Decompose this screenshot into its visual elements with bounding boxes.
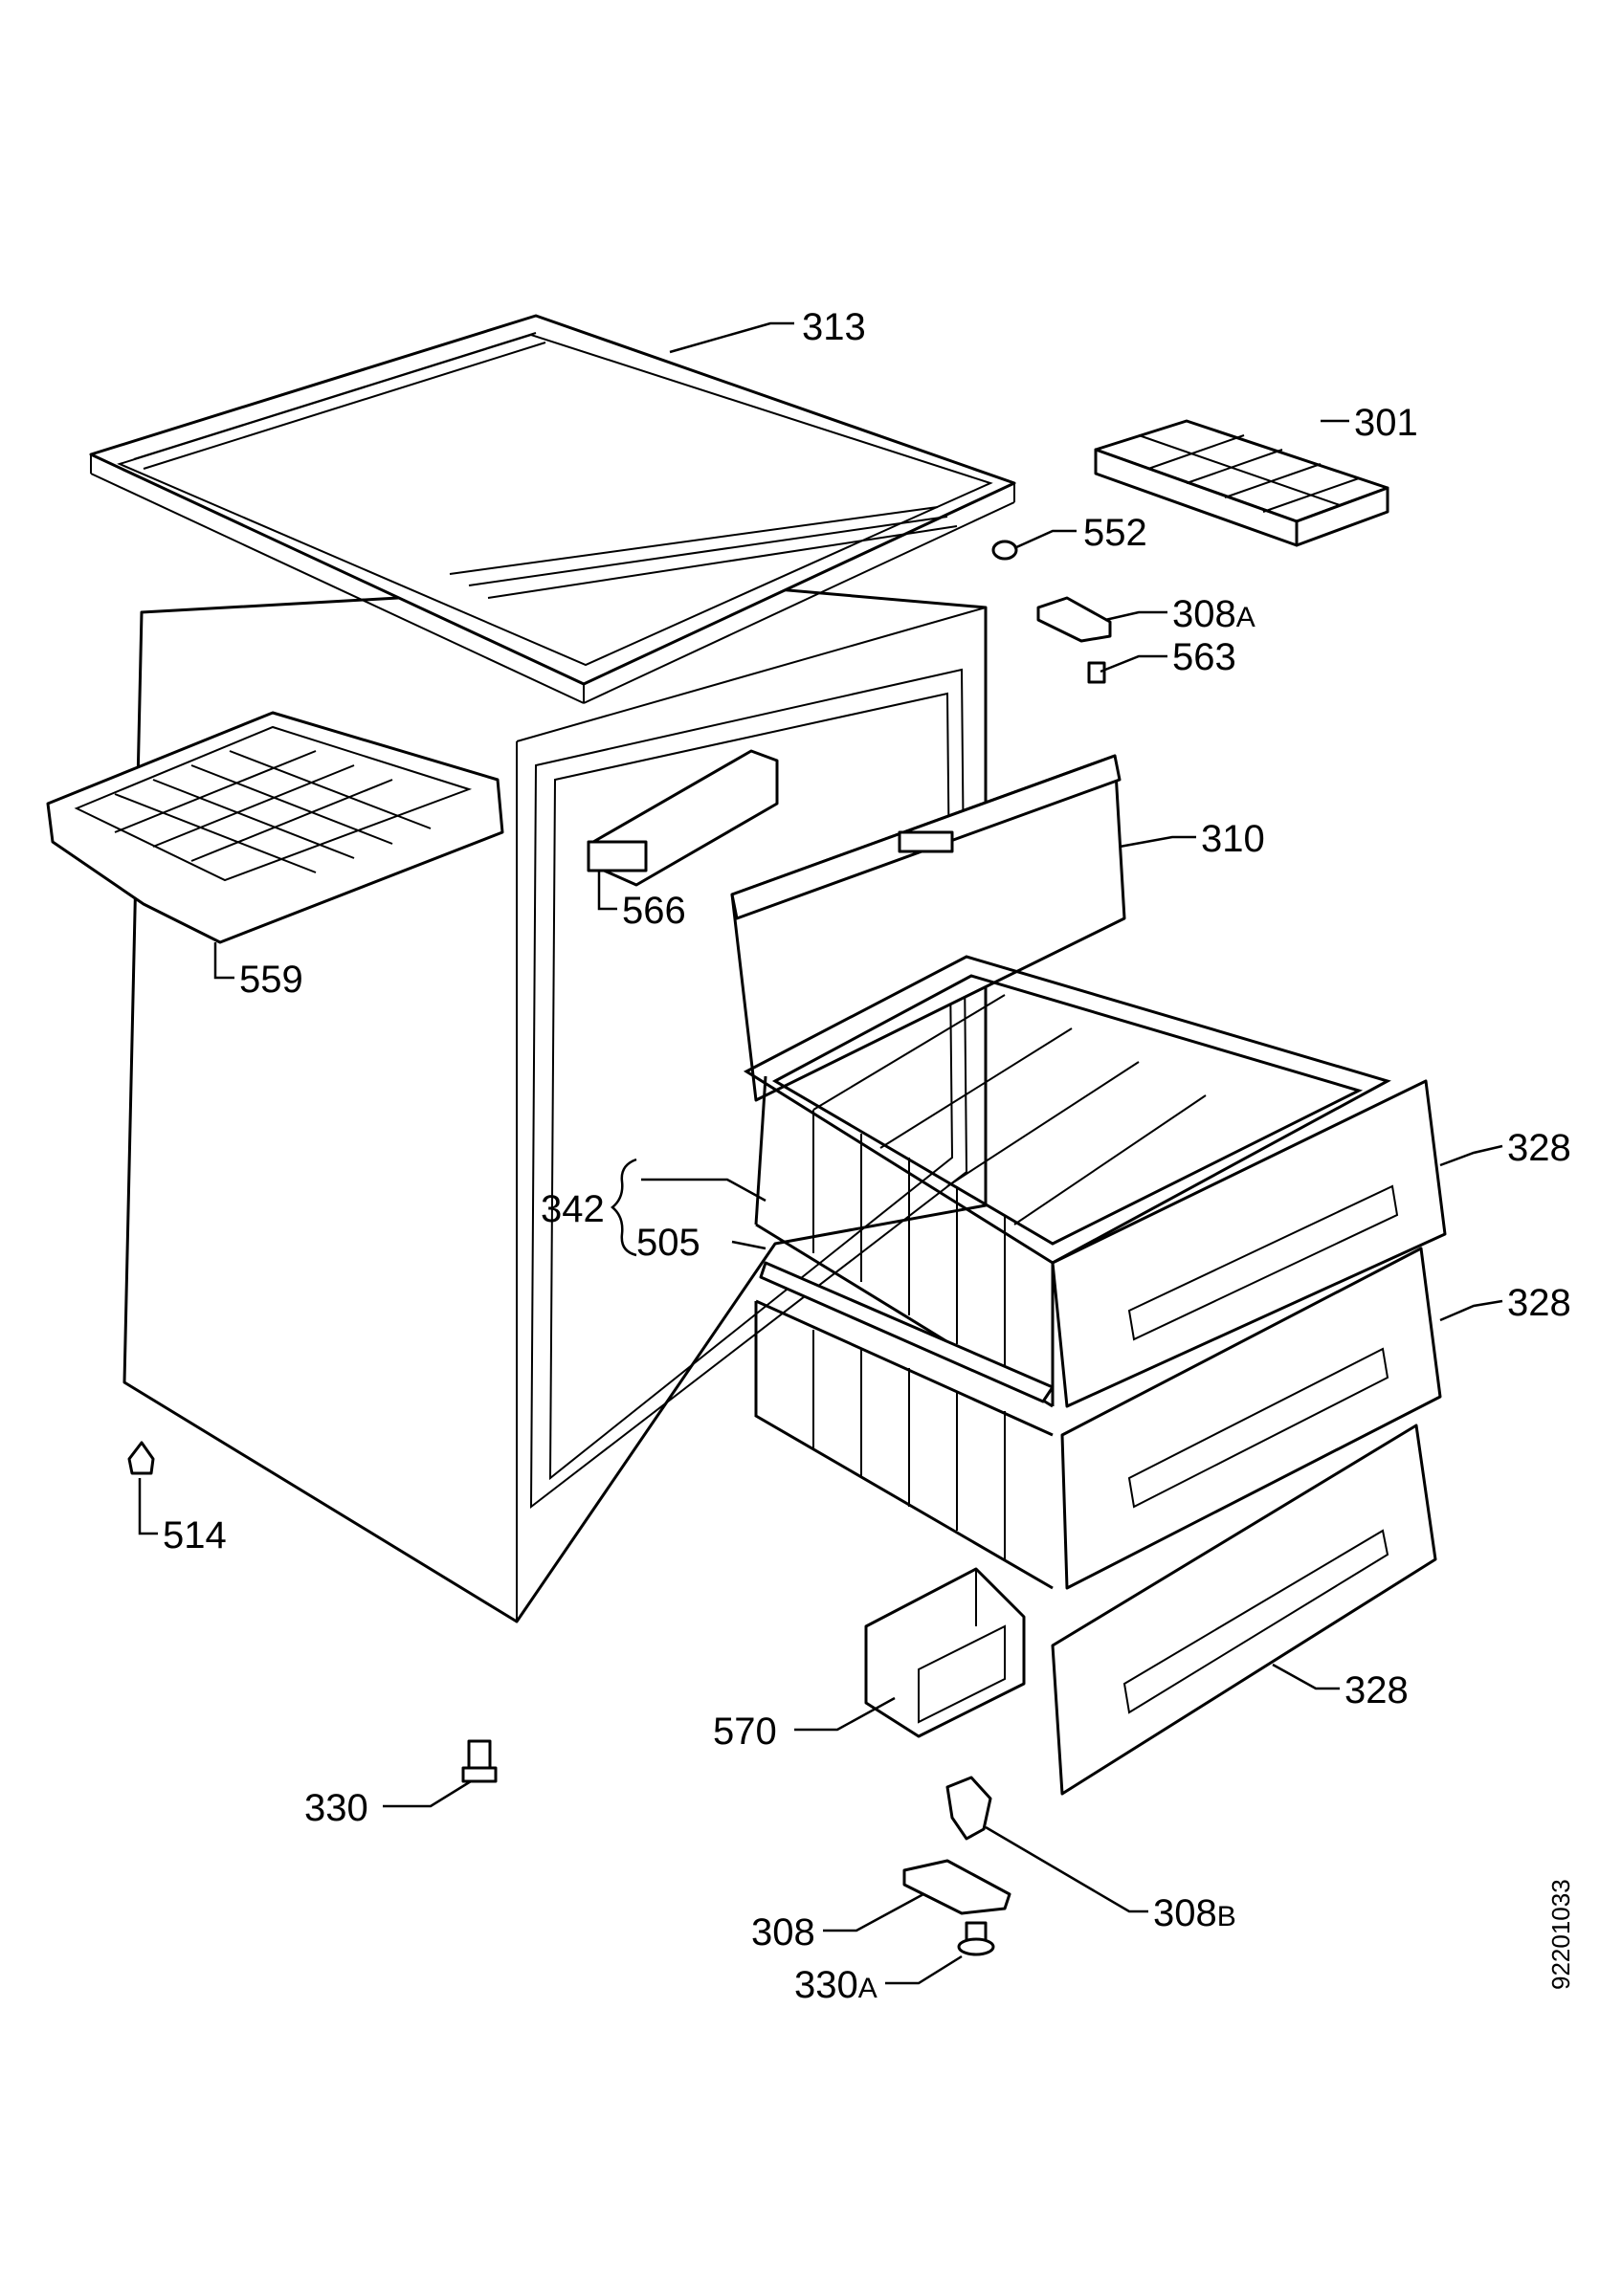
door-latch <box>587 749 779 887</box>
small-screw-552 <box>991 540 1018 561</box>
label-308: 308 <box>751 1911 815 1954</box>
foot-514 <box>127 1441 155 1475</box>
foot-330a <box>957 1921 995 1956</box>
hinge-308b <box>945 1776 992 1841</box>
drawer-front-lower <box>1051 1424 1437 1796</box>
hinge-plate-308 <box>902 1859 1011 1915</box>
freezer-shelf-grid <box>46 711 504 944</box>
drawer-front-upper <box>1051 1079 1447 1408</box>
freezer-flap <box>730 754 1126 1102</box>
label-328-upper: 328 <box>1507 1127 1571 1169</box>
label-313: 313 <box>802 306 866 348</box>
label-330a: 330A <box>794 1964 878 2006</box>
label-301: 301 <box>1354 402 1418 444</box>
small-screw-563 <box>1087 661 1106 684</box>
upper-basket <box>743 955 1391 1408</box>
label-559: 559 <box>239 959 303 1001</box>
label-328-middle: 328 <box>1507 1282 1571 1324</box>
label-563: 563 <box>1172 636 1236 678</box>
leader-lines <box>138 321 1503 1985</box>
label-308a: 308A <box>1172 593 1255 635</box>
top-cover-vent-slots <box>133 332 958 599</box>
label-328-lower: 328 <box>1344 1669 1409 1711</box>
label-310: 310 <box>1201 818 1265 860</box>
label-552: 552 <box>1083 512 1147 554</box>
part-labels: 313 301 552 308A 563 310 566 559 328 328… <box>163 306 1571 2006</box>
basket-wire-grid <box>812 994 1207 1373</box>
label-330: 330 <box>304 1787 368 1829</box>
drawing-code: 92201033 <box>1546 1879 1575 1990</box>
hinge-bracket-308a <box>1036 596 1112 643</box>
middle-basket <box>754 1299 1054 1590</box>
label-570: 570 <box>713 1711 777 1753</box>
storage-box <box>864 1567 1026 1738</box>
foot-330 <box>461 1739 498 1783</box>
label-566: 566 <box>622 890 686 932</box>
top-cover <box>89 314 1016 704</box>
label-308b: 308B <box>1153 1892 1236 1934</box>
label-342: 342 <box>541 1188 605 1230</box>
drawer-front-middle <box>1060 1247 1442 1590</box>
label-505: 505 <box>636 1222 700 1264</box>
guide-rail <box>759 1261 1055 1403</box>
ice-cube-tray <box>1094 419 1389 547</box>
label-514: 514 <box>163 1514 227 1556</box>
